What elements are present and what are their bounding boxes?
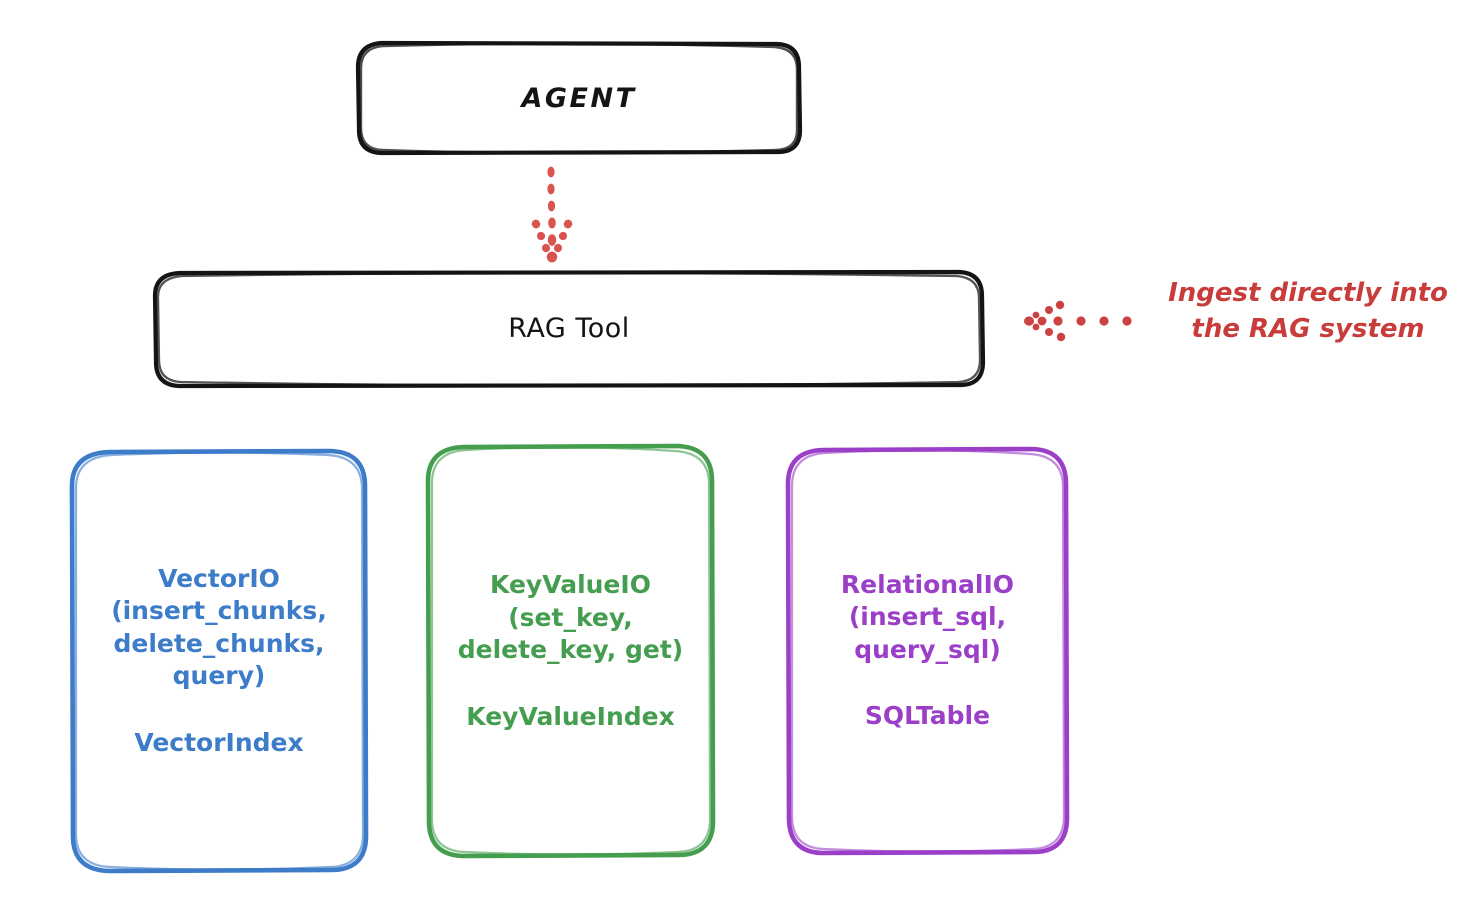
rag-tool-label: RAG Tool (508, 313, 630, 344)
agent-to-rag-connector (531, 166, 573, 263)
relational-io-title: RelationalIO (insert_sql, query_sql) (840, 569, 1015, 664)
rag-tool-box-outline (152, 269, 986, 389)
key-value-io-node[interactable]: KeyValueIO (set_key, delete_key, get) Ke… (428, 446, 713, 856)
relational-io-subtitle: SQLTable (864, 701, 991, 730)
agent-box-outline (355, 40, 803, 156)
agent-node[interactable]: AGENT (358, 42, 800, 154)
vector-io-title: VectorIO (insert_chunks, delete_chunks, … (111, 563, 327, 691)
ingest-arrow (1024, 300, 1132, 342)
rag-tool-node[interactable]: RAG Tool (155, 272, 983, 385)
vector-io-box-outline (69, 448, 369, 874)
relational-io-node[interactable]: RelationalIO (insert_sql, query_sql) SQL… (789, 449, 1066, 852)
agent-label: AGENT (521, 82, 637, 114)
key-value-io-subtitle: KeyValueIndex (466, 701, 675, 731)
ingest-annotation: Ingest directly into the RAG system (1168, 278, 1448, 344)
key-value-io-box-outline (425, 443, 716, 859)
key-value-io-title: KeyValueIO (set_key, delete_key, get) (457, 570, 684, 664)
relational-io-box-outline (785, 446, 1070, 856)
vector-io-node[interactable]: VectorIO (insert_chunks, delete_chunks, … (72, 450, 366, 872)
vector-io-subtitle: VectorIndex (134, 727, 304, 757)
